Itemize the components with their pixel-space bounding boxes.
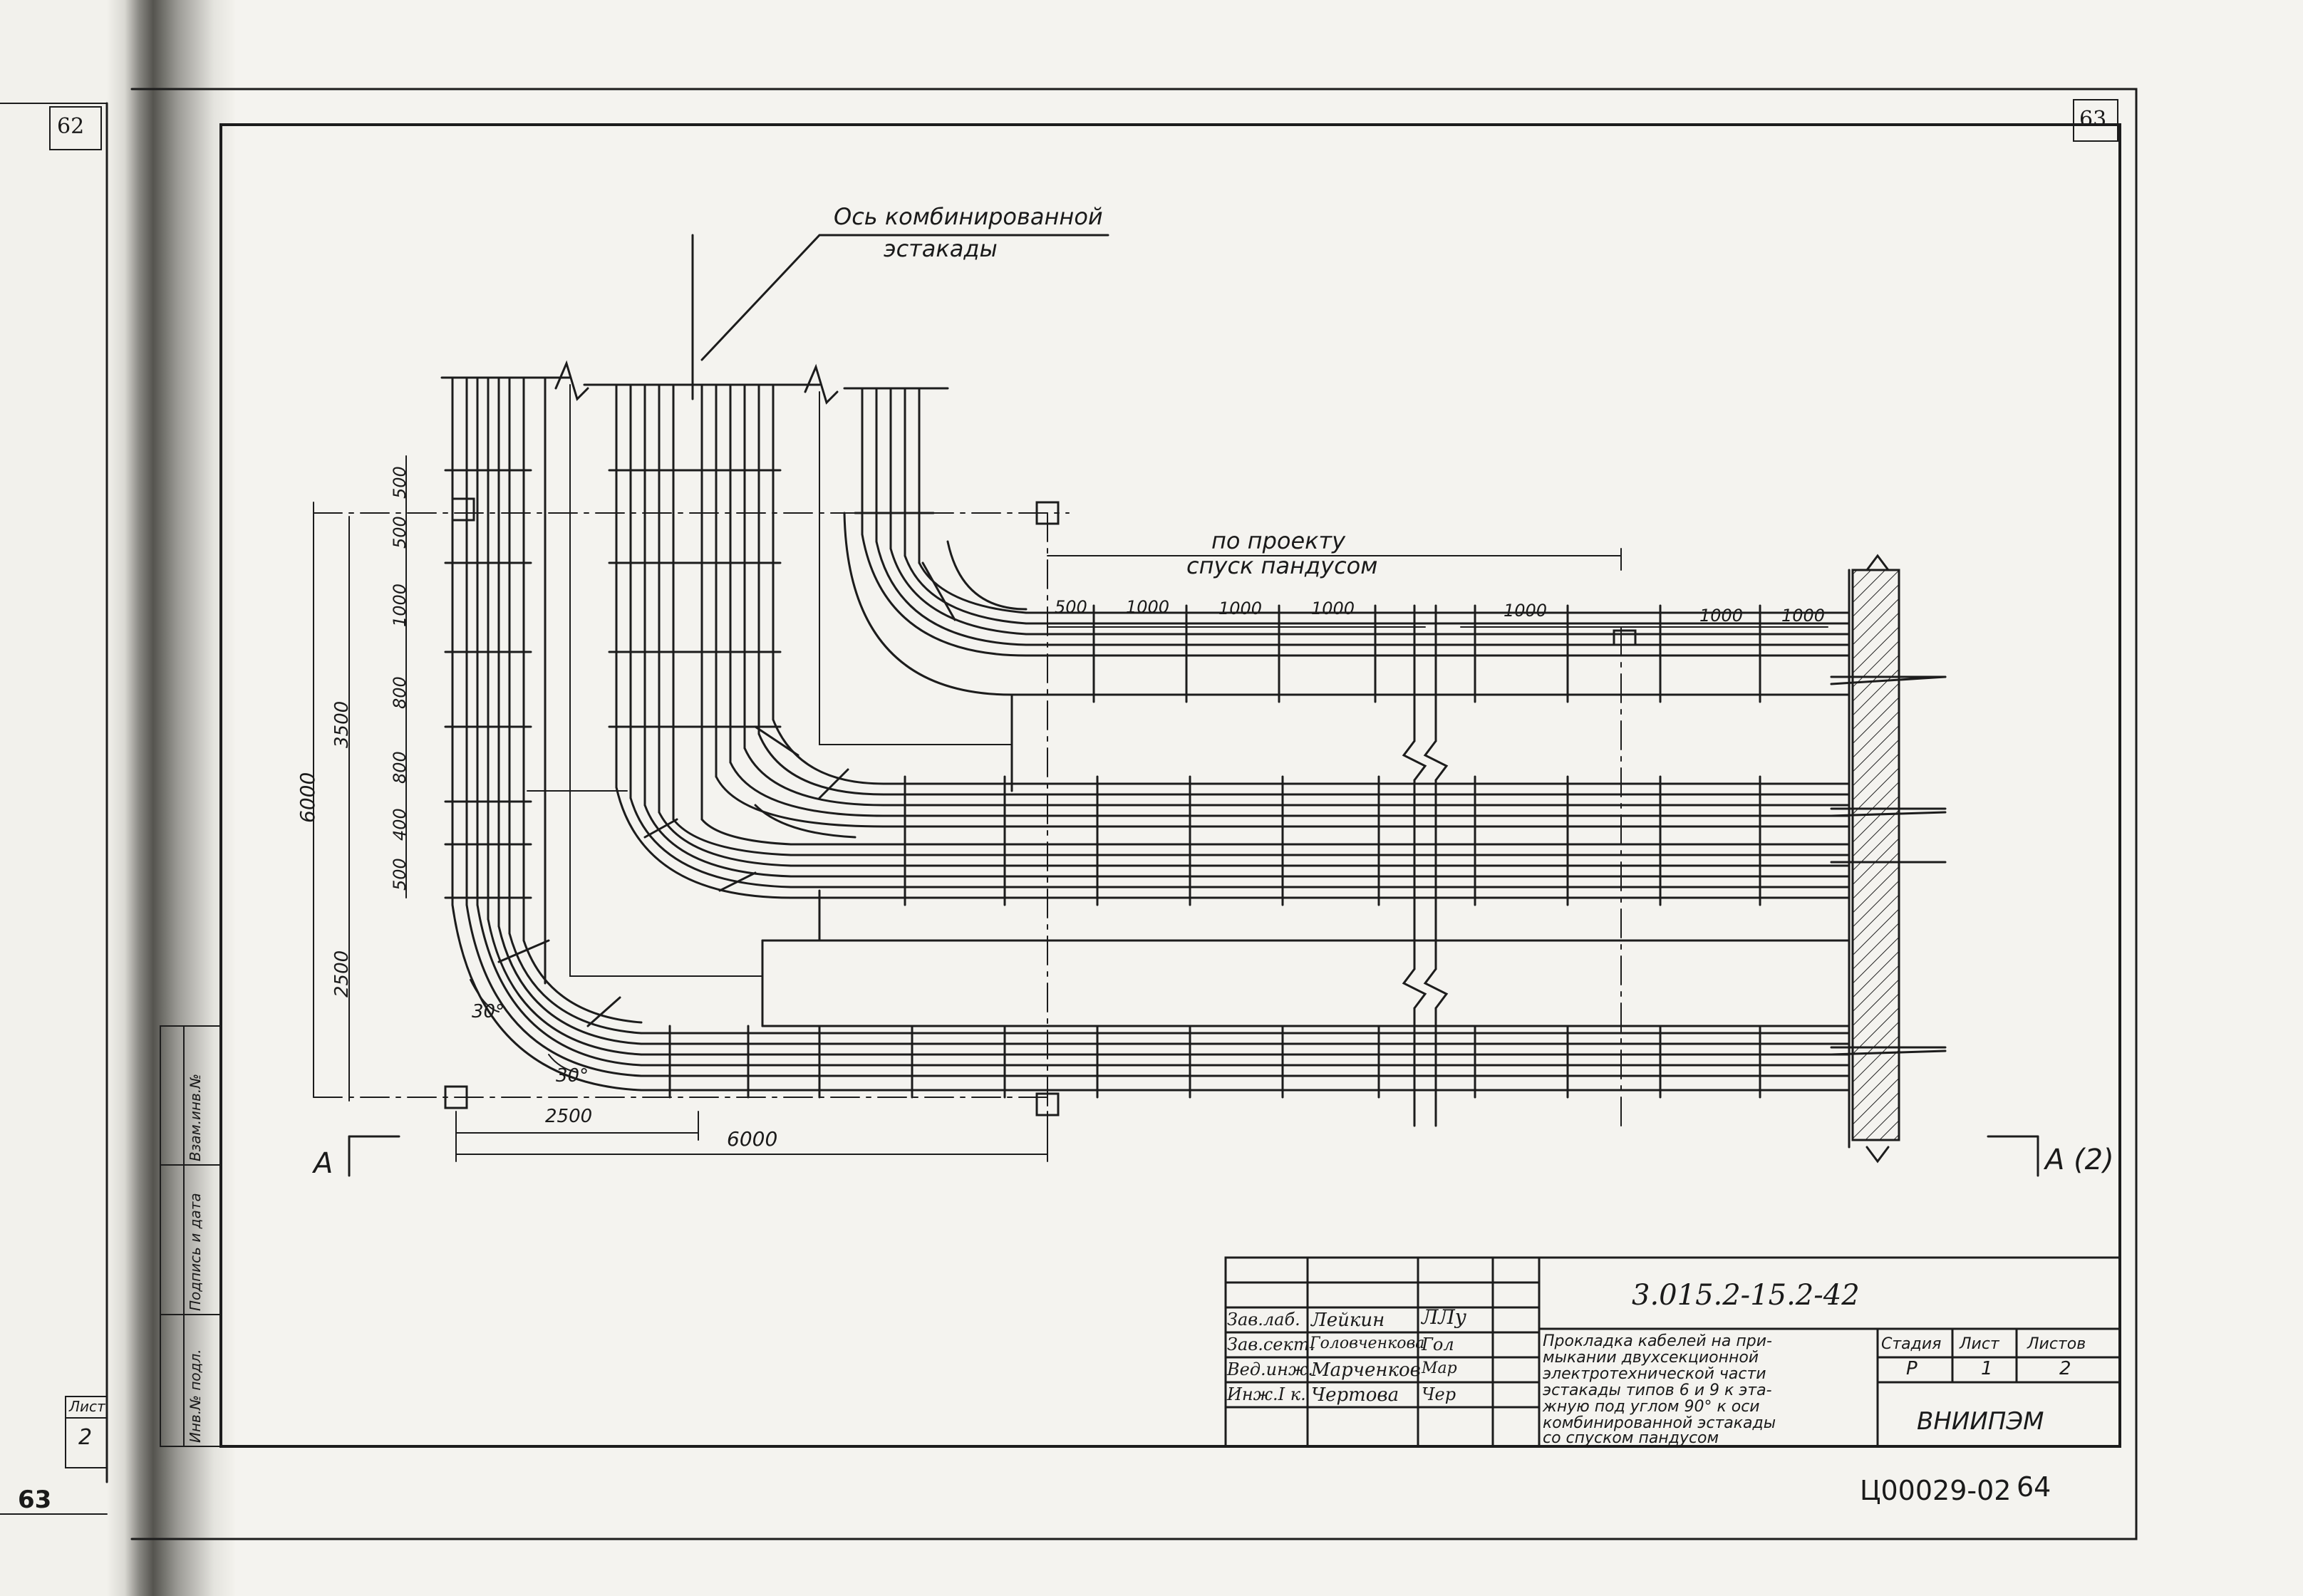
stamp-name-3: Марченков <box>1311 1359 1421 1381</box>
axis-label-2: эстакады <box>884 235 998 262</box>
angle-arc-1 <box>470 979 500 1012</box>
bottom-dim-long: 6000 <box>727 1127 778 1151</box>
column-marker <box>1035 501 1060 525</box>
side-sheet-label: Лист <box>69 1398 105 1415</box>
ramp-label: по проекту <box>1211 527 1346 554</box>
overall-dim-total: 6000 <box>296 772 319 823</box>
stamp-sign-1: ЛЛу <box>1422 1305 1466 1329</box>
dimension-lines <box>313 455 1828 1162</box>
tray-supports <box>668 604 1761 1099</box>
stamp-role-4: Инж.I к. <box>1227 1384 1306 1404</box>
side-label-3: Взам.инв.№ <box>187 1073 204 1161</box>
sheet-number: 63 <box>2079 107 2107 132</box>
document-code: 3.015.2-15.2-42 <box>1632 1279 1860 1312</box>
stage-value: Р <box>1906 1358 1918 1379</box>
horizontal-run-lower <box>640 939 1851 1092</box>
vertical-supports <box>444 469 956 1027</box>
vertical-tray-left <box>440 376 571 985</box>
left-dim-1: 500 <box>390 466 410 499</box>
left-dim-6: 400 <box>390 808 410 841</box>
drawing-frame <box>219 123 2121 1448</box>
axis-label: Ось комбинированной <box>834 203 1103 230</box>
ramp-label-2: спуск пандусом <box>1186 552 1378 579</box>
corridor-outline <box>569 384 763 977</box>
side-label-2: Подпись и дата <box>187 1193 204 1311</box>
left-dim-5: 800 <box>390 751 410 784</box>
title-block <box>1224 1256 2121 1448</box>
angle-label-1: 30° <box>472 1001 505 1022</box>
top-dim-2: 1000 <box>1126 597 1170 617</box>
end-wall <box>1851 569 1900 1141</box>
bend-upper <box>843 512 1028 696</box>
stamp-title-7: со спуском пандусом <box>1543 1429 1719 1447</box>
prev-page-sheet-box <box>65 1396 108 1468</box>
stamp-role-1: Зав.лаб. <box>1227 1310 1300 1330</box>
stamp-role-2: Зав.сект. <box>1227 1335 1315 1354</box>
top-dim-1: 500 <box>1055 597 1087 617</box>
stamp-role-3: Вед.инж. <box>1227 1359 1313 1379</box>
left-dim-4: 800 <box>390 676 410 709</box>
stamp-sign-3: Мар <box>1422 1359 1457 1377</box>
stamp-title-1: Прокладка кабелей на при- <box>1543 1332 1772 1350</box>
sheet-outer-edge <box>130 88 2138 1540</box>
side-sheet-value: 2 <box>78 1425 93 1450</box>
top-dim-6: 1000 <box>1699 606 1744 626</box>
stamp-title-5: жную под углом 90° к оси <box>1543 1398 1760 1416</box>
stamp-title-4: эстакады типов 6 и 9 к эта- <box>1543 1382 1772 1399</box>
stage-label: Стадия <box>1881 1335 1942 1353</box>
top-dim-4: 1000 <box>1311 598 1355 618</box>
top-dim-5: 1000 <box>1504 601 1548 621</box>
book-binding-shadow <box>0 0 235 1596</box>
side-stamp <box>160 1025 222 1447</box>
bend-lower <box>451 903 643 1092</box>
section-label-right: А (2) <box>2045 1144 2114 1176</box>
stamp-title-2: мыкании двухсекционной <box>1543 1349 1759 1367</box>
overall-dim-lower: 2500 <box>331 950 353 998</box>
side-label-1: Инв.№ подл. <box>187 1349 204 1443</box>
stamp-sign-2: Гол <box>1422 1335 1454 1354</box>
angle-arc-2 <box>548 1054 578 1073</box>
top-dim-7: 1000 <box>1781 606 1826 626</box>
angle-label-2: 30° <box>556 1065 589 1087</box>
stamp-title-3: электротехнической части <box>1543 1365 1766 1383</box>
left-dim-3: 1000 <box>390 583 410 627</box>
vertical-tray-middle <box>583 383 821 821</box>
stamp-title-6: комбинированной эстакады <box>1543 1414 1776 1432</box>
bend-middle <box>615 718 885 899</box>
break-line <box>1402 604 1449 1127</box>
stamp-name-2: Головченкова <box>1310 1335 1425 1352</box>
sheets-value: 2 <box>2059 1358 2071 1379</box>
stamp-name-4: Чертова <box>1311 1384 1399 1406</box>
archive-page: 64 <box>2017 1471 2051 1503</box>
vertical-tray-right <box>843 387 949 564</box>
sheets-label: Листов <box>2027 1335 2086 1353</box>
stamp-name-1: Лейкин <box>1311 1310 1385 1331</box>
overall-dim-upper: 3500 <box>331 700 353 748</box>
wall-penetrations <box>1830 675 1947 1056</box>
archive-number: Ц00029-02 <box>1860 1475 2012 1506</box>
bottom-dim-short: 2500 <box>545 1106 593 1127</box>
left-dim-2: 500 <box>390 516 410 549</box>
axis-lines <box>313 512 1622 1155</box>
section-label-left: А <box>314 1147 333 1180</box>
sheet-label: Лист <box>1960 1335 1999 1353</box>
prev-page-number: 62 <box>57 114 85 139</box>
axis-leader <box>700 234 1109 361</box>
sheet-value: 1 <box>1981 1358 1993 1379</box>
organization: ВНИИПЭМ <box>1917 1407 2044 1436</box>
top-dim-3: 1000 <box>1218 598 1263 618</box>
left-dim-7: 500 <box>390 858 410 891</box>
horizontal-run-top <box>1010 611 1851 792</box>
stamp-sign-4: Чер <box>1422 1384 1456 1404</box>
left-margin-page-number: 63 <box>18 1486 52 1514</box>
prev-page-number-box <box>49 106 102 150</box>
horizontal-run-middle <box>790 782 1851 899</box>
sheet-number-box <box>2073 99 2118 142</box>
